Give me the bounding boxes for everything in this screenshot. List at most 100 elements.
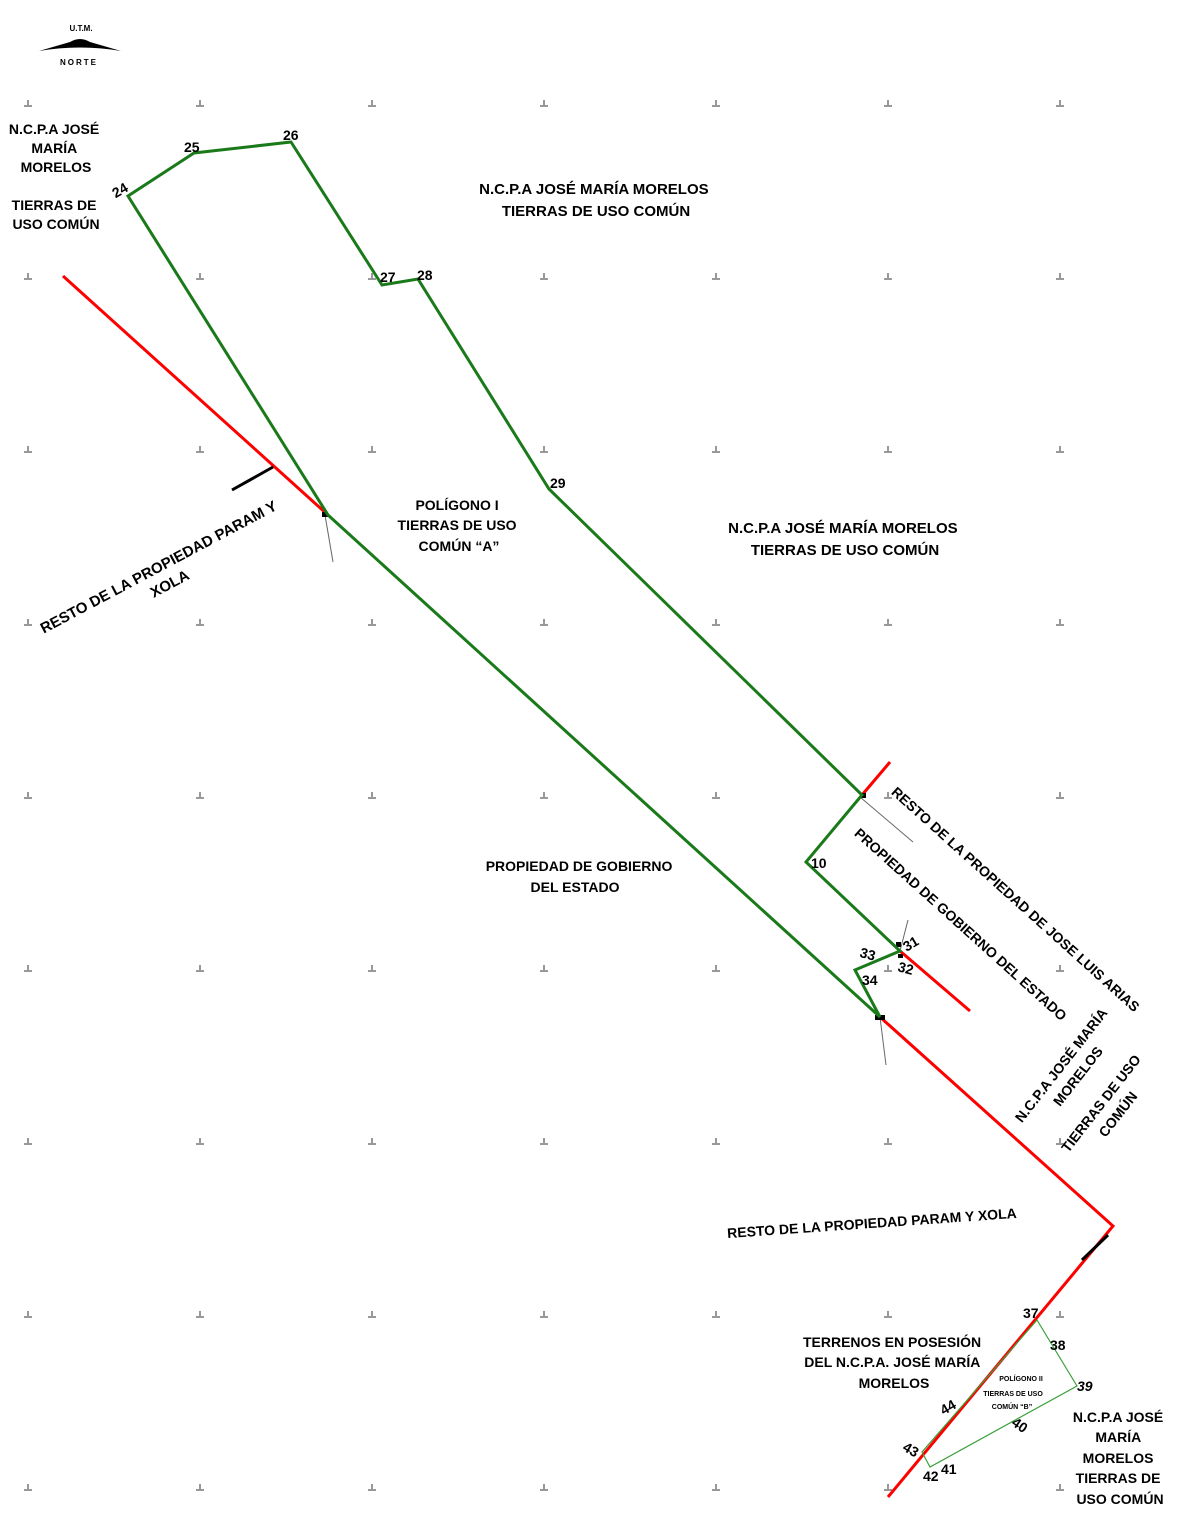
grid-mark bbox=[1056, 792, 1064, 799]
grid-mark bbox=[24, 1311, 32, 1318]
grid-mark bbox=[1056, 619, 1064, 626]
grid-mark bbox=[884, 446, 892, 453]
vertex-31: 31 bbox=[900, 933, 922, 955]
grid-mark bbox=[712, 100, 720, 107]
grid-mark bbox=[540, 1138, 548, 1145]
grid-mark bbox=[24, 792, 32, 799]
grid-mark bbox=[540, 446, 548, 453]
grid-mark bbox=[884, 273, 892, 280]
grid-mark bbox=[24, 100, 32, 107]
vertex-42: 42 bbox=[923, 1468, 939, 1484]
north-arrow-top-label: U.T.M. bbox=[69, 24, 92, 33]
polygon-ii-outline bbox=[921, 1318, 1078, 1468]
grid-mark bbox=[24, 1484, 32, 1491]
grid-mark bbox=[196, 100, 204, 107]
grid-mark bbox=[1056, 100, 1064, 107]
grid-mark bbox=[884, 965, 892, 972]
grid-mark bbox=[540, 100, 548, 107]
grid-mark bbox=[196, 1138, 204, 1145]
boundary-ticks bbox=[231, 465, 1110, 1262]
grid-mark bbox=[884, 619, 892, 626]
vertex-44: 44 bbox=[937, 1396, 959, 1418]
grid-mark bbox=[24, 1138, 32, 1145]
grid-mark bbox=[1056, 1311, 1064, 1318]
vertex-27: 27 bbox=[380, 269, 396, 285]
vertex-38: 38 bbox=[1050, 1337, 1066, 1353]
grid-mark bbox=[196, 273, 204, 280]
vertex-37: 37 bbox=[1023, 1305, 1039, 1321]
grid-mark bbox=[24, 446, 32, 453]
grid-mark bbox=[1056, 965, 1064, 972]
grid-mark bbox=[1056, 1138, 1064, 1145]
north-arrow-bottom-label: NORTE bbox=[60, 58, 98, 67]
grid-mark bbox=[368, 446, 376, 453]
gov-property-label: PROPIEDAD DE GOBIERNO DEL ESTADO bbox=[486, 858, 677, 895]
east-owner-label: N.C.P.A JOSÉ MARÍA MORELOS TIERRAS DE US… bbox=[728, 520, 962, 559]
grid-mark bbox=[884, 100, 892, 107]
grid-mark bbox=[1056, 273, 1064, 280]
grid-mark bbox=[712, 1311, 720, 1318]
grid-mark bbox=[540, 1311, 548, 1318]
nw-owner-label: N.C.P.A JOSÉ MARÍA MORELOS bbox=[9, 121, 103, 175]
north-arrow-icon bbox=[39, 39, 121, 51]
grid-mark bbox=[368, 619, 376, 626]
property-boundary bbox=[61, 274, 1116, 1498]
grid-mark bbox=[884, 1484, 892, 1491]
grid-mark bbox=[1056, 1484, 1064, 1491]
grid-mark bbox=[24, 965, 32, 972]
grid-mark bbox=[712, 446, 720, 453]
grid-mark bbox=[1056, 446, 1064, 453]
grid-mark bbox=[196, 792, 204, 799]
grid-mark bbox=[196, 1484, 204, 1491]
grid-mark bbox=[196, 619, 204, 626]
vertex-24: 24 bbox=[109, 179, 131, 201]
grid-mark bbox=[540, 273, 548, 280]
grid-mark bbox=[540, 792, 548, 799]
grid-mark bbox=[24, 273, 32, 280]
grid-mark bbox=[368, 965, 376, 972]
possession-label: TERRENOS EN POSESIÓN DEL N.C.P.A. JOSÉ M… bbox=[803, 1333, 985, 1391]
grid-mark bbox=[884, 1138, 892, 1145]
grid-mark bbox=[368, 273, 376, 280]
grid-mark bbox=[196, 965, 204, 972]
grid-mark bbox=[540, 1484, 548, 1491]
grid-mark bbox=[712, 619, 720, 626]
grid-mark bbox=[540, 619, 548, 626]
vertex-33: 33 bbox=[858, 944, 877, 964]
vertex-32: 32 bbox=[896, 958, 915, 978]
vertex-43: 43 bbox=[900, 1439, 922, 1461]
vertex-29: 29 bbox=[550, 475, 566, 491]
grid-mark bbox=[884, 1311, 892, 1318]
grid-mark bbox=[712, 792, 720, 799]
utm-grid-marks bbox=[24, 100, 1064, 1491]
grid-mark bbox=[712, 1138, 720, 1145]
grid-mark bbox=[368, 100, 376, 107]
vertex-28: 28 bbox=[417, 267, 433, 283]
north-arrow: U.T.M. NORTE bbox=[39, 24, 121, 67]
north-owner-label: N.C.P.A JOSÉ MARÍA MORELOS TIERRAS DE US… bbox=[479, 181, 713, 220]
grid-mark bbox=[368, 1138, 376, 1145]
vertex-26: 26 bbox=[283, 127, 299, 143]
vertex-25: 25 bbox=[184, 139, 200, 155]
vertex-10: 10 bbox=[811, 855, 827, 871]
grid-mark bbox=[196, 1311, 204, 1318]
polygon-ii-label: POLÍGONO II TIERRAS DE USO COMÚN “B” bbox=[983, 1374, 1044, 1411]
grid-mark bbox=[368, 792, 376, 799]
reference-lines bbox=[324, 514, 914, 1066]
grid-mark bbox=[540, 965, 548, 972]
se-corner-label: N.C.P.A JOSÉ MARÍA MORELOS TIERRAS DE US… bbox=[1073, 1409, 1167, 1507]
grid-mark bbox=[368, 1311, 376, 1318]
grid-mark bbox=[368, 1484, 376, 1491]
grid-mark bbox=[884, 792, 892, 799]
vertex-39: 39 bbox=[1077, 1378, 1093, 1394]
nw-use-label: TIERRAS DE USO COMÚN bbox=[12, 197, 101, 232]
grid-mark bbox=[712, 273, 720, 280]
polygon-i-outline bbox=[125, 140, 903, 1019]
vertex-34: 34 bbox=[862, 972, 878, 988]
polygon-i-label: POLÍGONO I TIERRAS DE USO COMÚN “A” bbox=[398, 497, 521, 554]
vertex-41: 41 bbox=[941, 1461, 957, 1477]
grid-mark bbox=[712, 965, 720, 972]
grid-mark bbox=[712, 1484, 720, 1491]
grid-mark bbox=[24, 619, 32, 626]
